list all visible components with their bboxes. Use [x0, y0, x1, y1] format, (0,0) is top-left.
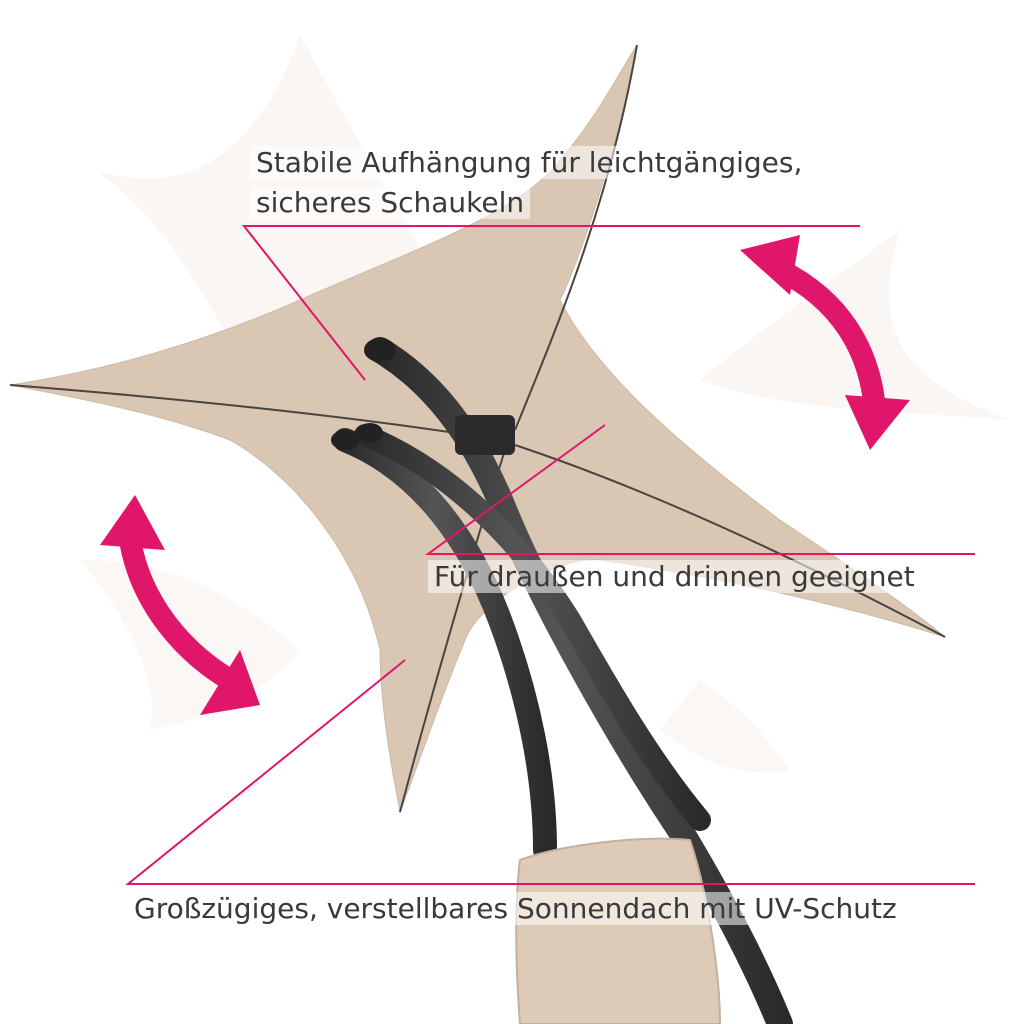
rotation-arrow-left	[100, 495, 260, 715]
rotation-arrow-right	[740, 235, 910, 450]
suspension-callout-line-2: sicheres Schaukeln	[250, 186, 531, 219]
canopy-callout: Großzügiges, verstellbares Sonnendach mi…	[128, 889, 903, 929]
callout-lines	[125, 225, 975, 885]
indoor-outdoor-callout-text: Für draußen und drinnen geeignet	[428, 560, 921, 593]
suspension-callout: Stabile Aufhängung für leichtgängiges, s…	[250, 143, 809, 223]
seat-cushion	[515, 837, 722, 1024]
suspension-callout-line-1: Stabile Aufhängung für leichtgängiges,	[250, 146, 809, 179]
indoor-outdoor-callout: Für draußen und drinnen geeignet	[428, 557, 921, 597]
canopy-callout-text: Großzügiges, verstellbares Sonnendach mi…	[128, 892, 903, 925]
